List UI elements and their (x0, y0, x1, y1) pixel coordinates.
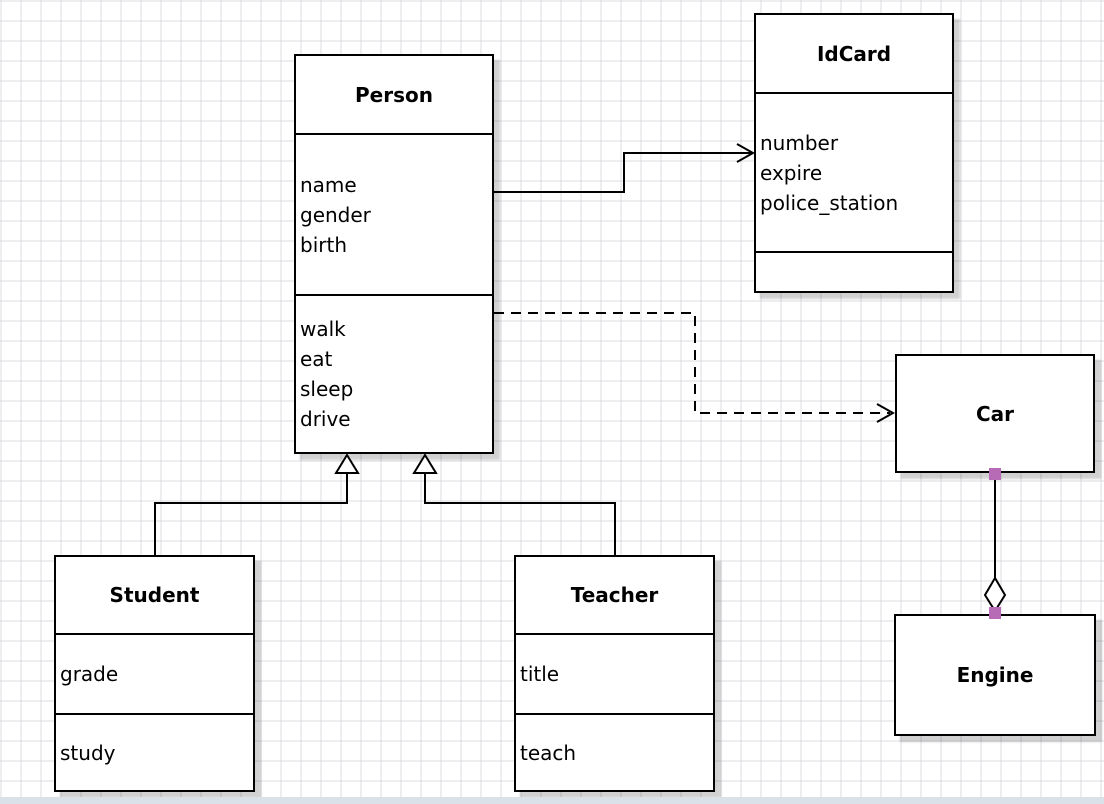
attributes-section: name gender birth (296, 133, 492, 294)
attributes-section: title (516, 633, 713, 713)
class-teacher[interactable]: Teacher title teach (514, 555, 715, 792)
class-title: IdCard (816, 41, 892, 66)
class-title: Teacher (570, 583, 659, 607)
generalization-triangle-icon (412, 453, 438, 474)
class-person[interactable]: Person name gender birth walk eat sleep … (294, 54, 494, 454)
method: study (60, 740, 116, 765)
attribute: number (760, 130, 839, 155)
method: sleep (300, 377, 354, 401)
methods-section: teach (516, 713, 713, 790)
methods-section: walk eat sleep drive (296, 294, 492, 452)
attribute: gender (300, 202, 371, 227)
class-car[interactable]: Car (895, 354, 1095, 473)
method: drive (300, 407, 351, 431)
connection-point-car[interactable] (989, 468, 1001, 480)
method: walk (300, 317, 346, 341)
class-student[interactable]: Student grade study (54, 555, 255, 792)
methods-section: study (56, 713, 253, 790)
class-title: Person (355, 82, 433, 107)
dependency-arrowhead-icon (876, 403, 896, 423)
association-arrowhead-icon (736, 143, 756, 163)
attribute: title (520, 662, 560, 686)
class-title: Engine (956, 663, 1034, 687)
attributes-section: grade (56, 633, 253, 713)
dependency-person-car-line[interactable] (494, 312, 890, 414)
canvas-bottom-edge (0, 797, 1104, 804)
attribute: expire (760, 160, 823, 185)
class-title: Student (109, 583, 200, 607)
generalization-teacher-person-line[interactable] (424, 473, 616, 555)
generalization-triangle-icon (334, 453, 360, 474)
generalization-student-person-line[interactable] (154, 473, 348, 555)
aggregation-diamond-icon (983, 576, 1007, 613)
attribute: grade (60, 662, 119, 686)
class-engine[interactable]: Engine (894, 614, 1096, 736)
association-person-idcard-line[interactable] (494, 152, 751, 193)
attributes-section: number expire police_station (756, 92, 952, 251)
attribute: name (300, 172, 357, 197)
attribute: police_station (760, 190, 899, 215)
class-title: Car (975, 401, 1015, 426)
class-idcard[interactable]: IdCard number expire police_station (754, 13, 954, 293)
method: teach (520, 740, 577, 765)
methods-section-empty (756, 251, 952, 291)
method: eat (300, 347, 333, 371)
connection-point-engine[interactable] (989, 607, 1001, 619)
attribute: birth (300, 232, 347, 257)
